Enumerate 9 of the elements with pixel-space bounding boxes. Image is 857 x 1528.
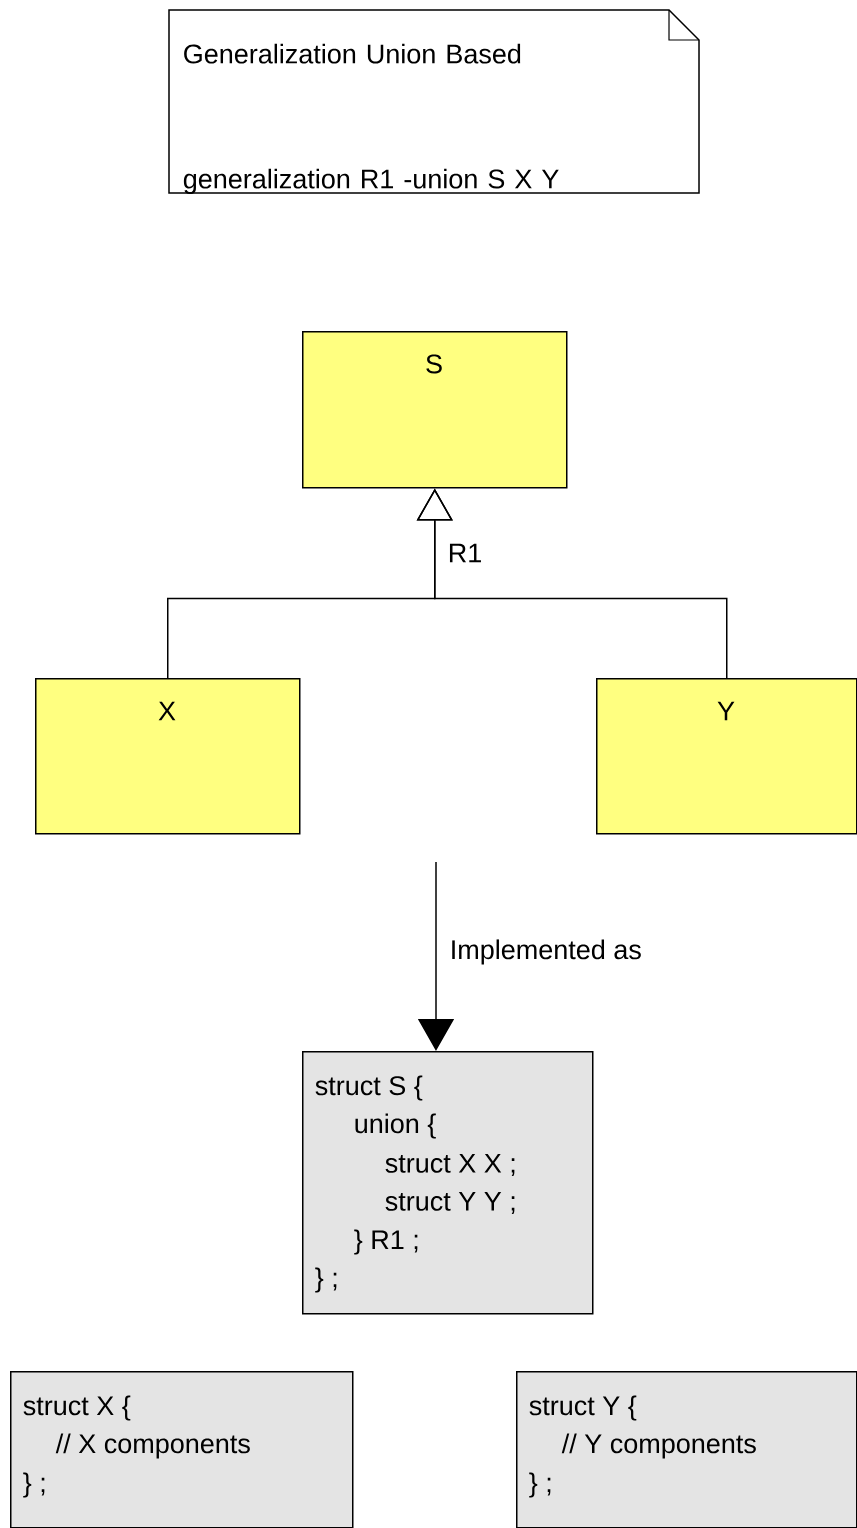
class-box: Y xyxy=(596,678,857,835)
code-box: struct Y { // Y components } ; xyxy=(516,1371,857,1528)
class-box: X xyxy=(35,678,301,835)
code-box: struct X { // X components } ; xyxy=(10,1371,354,1528)
edge-label: R1 xyxy=(445,541,485,565)
code-box: struct S { union { struct X X ; struct Y Y ; } R1 ; } ; xyxy=(302,1051,594,1315)
class-box: S xyxy=(302,331,568,489)
edge-label: Implemented as xyxy=(447,937,644,967)
note-box: Generalization Union Based generalization R1 -union S X Y xyxy=(168,9,700,194)
